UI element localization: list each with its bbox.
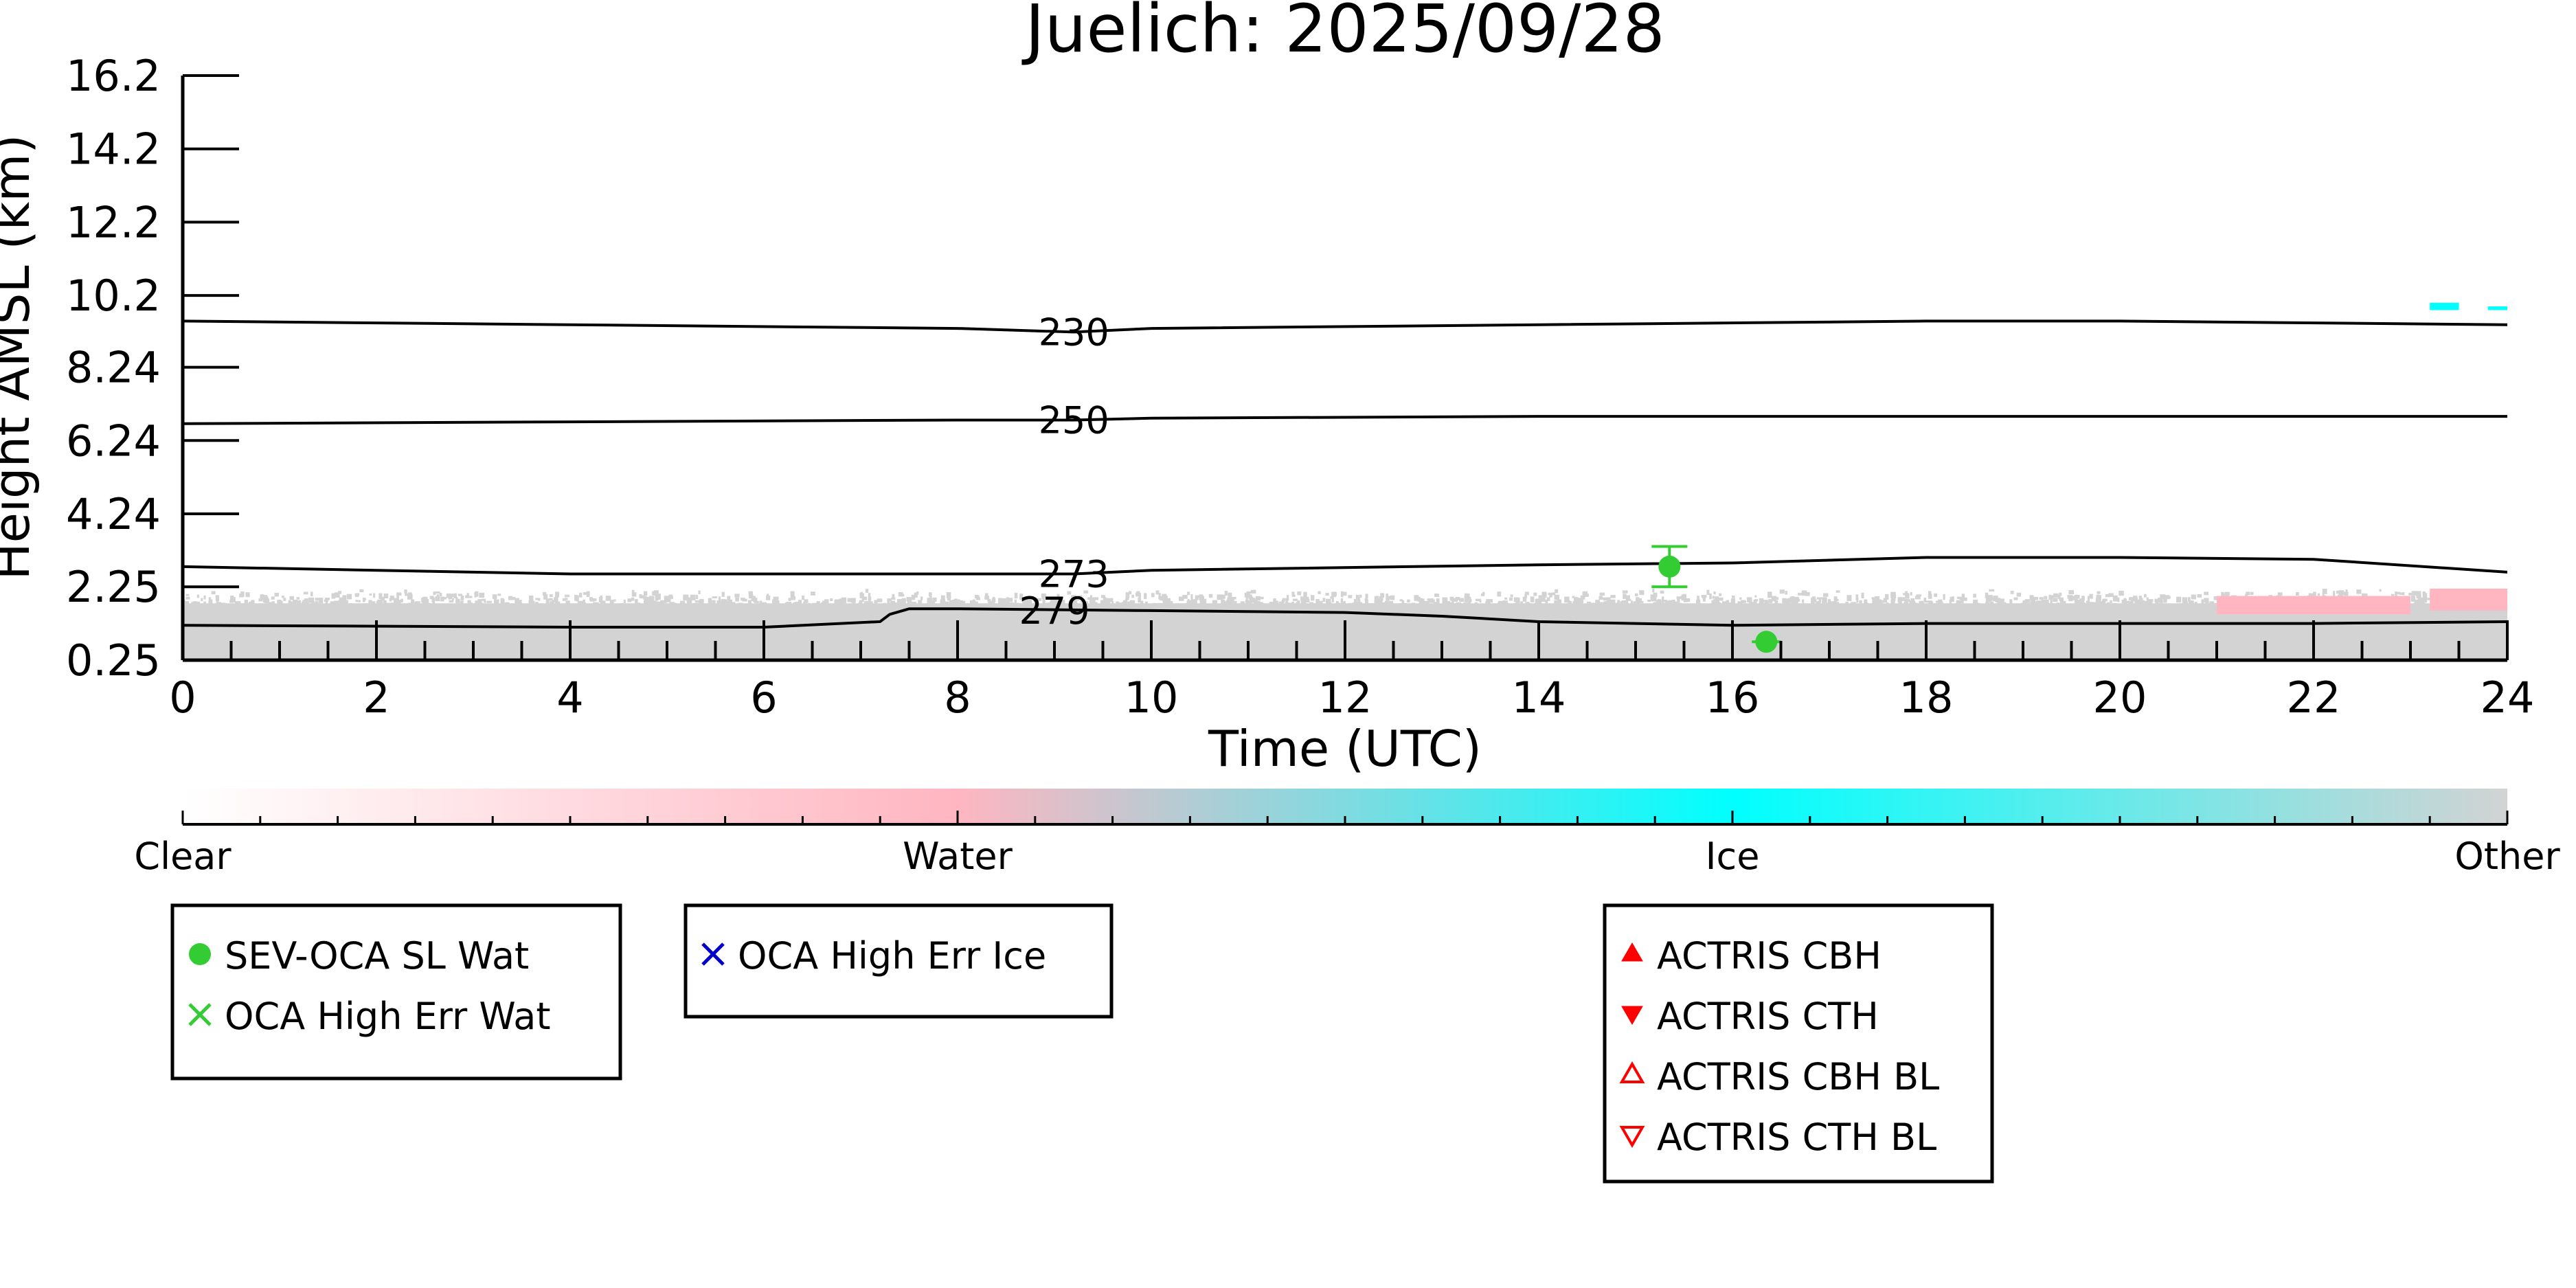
y-axis-label: Height AMSL (km) [0,135,41,580]
legend-entry-label: OCA High Err Ice [738,934,1046,978]
legend-entry-label: ACTRIS CTH BL [1657,1116,1936,1159]
x-tick-label: 22 [2287,673,2341,723]
legend-frame [683,903,1114,1019]
legend-marker-x [701,942,725,966]
marker-circle-1 [1755,631,1778,653]
y-tick-label: 8.24 [66,343,161,393]
contour-label-279: 279 [1019,589,1089,633]
legend-entry-label: ACTRIS CTH [1657,995,1879,1038]
legend-box-3: ACTRIS CBH ACTRIS CTH ACTRIS CBH BL ACTRIS … [1603,903,1994,1184]
x-tick-label: 14 [1512,673,1566,723]
legend-entry-label: ACTRIS CBH [1657,934,1882,978]
x-tick-label: 4 [556,673,583,723]
legend-marker-circle [189,943,211,965]
contour-label-273: 273 [1039,553,1109,596]
contour-label-250: 250 [1039,398,1109,442]
region-ice-4 [2430,302,2459,310]
legend-marker-triangle-up [1621,942,1643,962]
legend-entry-label: ACTRIS CBH BL [1657,1055,1939,1098]
classification-regions [183,302,2507,660]
region-water-2 [2217,596,2410,615]
y-tick-label: 2.25 [66,562,161,612]
legend-marker-triangle-up-open [1619,1061,1645,1083]
marker-circle-0 [1658,555,1681,578]
y-tick-label: 0.25 [66,635,161,686]
region-water-3 [2430,588,2507,611]
legend-marker-triangle-down-open [1619,1126,1645,1149]
x-tick-label: 18 [1899,673,1954,723]
data-markers [1651,545,1781,653]
colorbar-label-other: Other [2454,835,2560,878]
colorbar-label-water: Water [903,835,1013,878]
colorbar-label-clear: Clear [134,835,231,878]
contour-279 [183,607,2507,629]
x-tick-label: 24 [2481,673,2535,723]
colorbar: Clear Water Ice Other [134,789,2560,878]
x-tick-label: 6 [750,673,777,723]
y-tick-label: 12.2 [66,197,161,247]
region-ice-5 [2487,306,2507,310]
y-axis-ticks: 0.25 2.25 4.24 6.24 8.24 10.2 12.2 14.2 16.2 [66,51,239,686]
x-tick-label: 16 [1706,673,1760,723]
x-tick-label: 20 [2093,673,2147,723]
legend-entry-label: SEV-OCA SL Wat [225,934,529,978]
contour-250 [183,415,2507,425]
y-tick-label: 6.24 [66,416,161,466]
legend-entry-label: OCA High Err Wat [225,995,551,1038]
legend-frame [170,903,622,1081]
x-tick-label: 10 [1125,673,1179,723]
chart-title: Juelich: 2025/09/28 [1021,0,1664,67]
contour-230 [183,319,2507,334]
contour-label-230: 230 [1039,310,1109,354]
legend-marker-x [188,1003,212,1026]
y-tick-label: 10.2 [66,271,161,321]
x-tick-label: 0 [169,673,196,723]
legend-marker-triangle-down [1621,1006,1643,1026]
legend-box-2: OCA High Err Ice [683,903,1114,1019]
y-tick-label: 4.24 [66,489,161,539]
x-tick-label: 8 [944,673,971,723]
x-axis-label: Time (UTC) [1208,720,1482,778]
legend-frame [1603,903,1994,1184]
x-tick-label: 2 [363,673,389,723]
colorbar-label-ice: Ice [1706,835,1760,878]
contour-273 [183,556,2507,576]
y-tick-label: 14.2 [66,124,161,174]
x-tick-label: 12 [1318,673,1372,723]
y-tick-label: 16.2 [66,51,161,101]
